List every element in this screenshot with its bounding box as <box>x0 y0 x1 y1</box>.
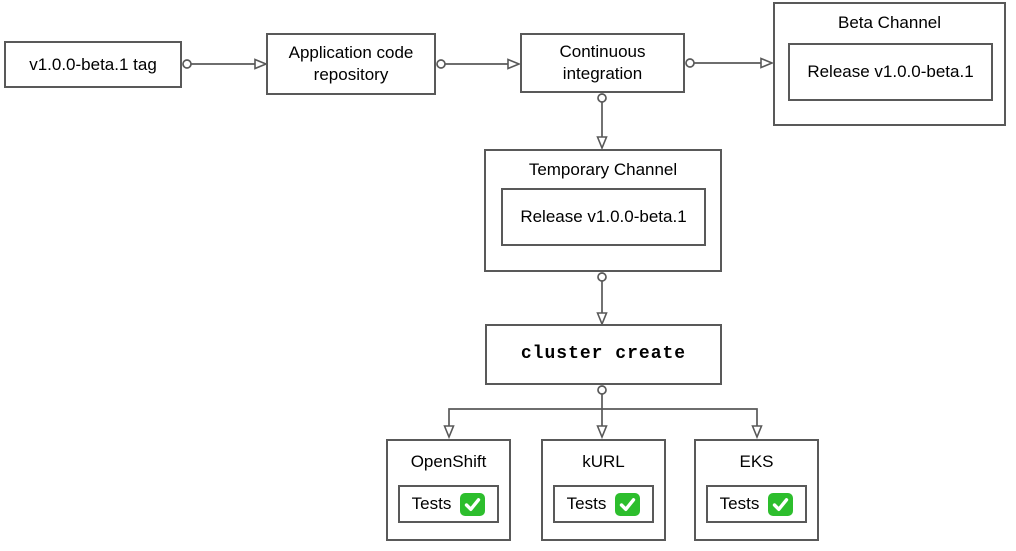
temporary-channel-release-label: Release v1.0.0-beta.1 <box>520 207 687 227</box>
temporary-channel-title: Temporary Channel <box>528 160 678 180</box>
beta-channel-release-box: Release v1.0.0-beta.1 <box>788 43 993 101</box>
openshift-title: OpenShift <box>410 452 487 472</box>
container-openshift: OpenShift Tests <box>386 439 511 541</box>
node-app-code-repository: Application code repository <box>266 33 436 95</box>
eks-tests-box: Tests <box>706 485 807 523</box>
openshift-tests-box: Tests <box>398 485 499 523</box>
check-mark-icon <box>768 492 794 516</box>
edge-repo-to-ci <box>436 58 522 70</box>
edge-temporary-channel-to-cluster-create <box>596 272 608 327</box>
openshift-tests-label: Tests <box>411 494 452 514</box>
eks-title: EKS <box>739 452 774 472</box>
node-app-code-repository-label: Application code repository <box>288 43 414 84</box>
container-temporary-channel: Temporary Channel Release v1.0.0-beta.1 <box>484 149 722 272</box>
beta-channel-title: Beta Channel <box>837 13 942 33</box>
eks-tests-label: Tests <box>719 494 760 514</box>
node-continuous-integration: Continuous integration <box>520 33 685 93</box>
temporary-channel-release-box: Release v1.0.0-beta.1 <box>501 188 706 246</box>
node-cluster-create: cluster create <box>485 324 722 385</box>
node-cluster-create-label: cluster create <box>520 343 687 364</box>
edge-ci-to-temporary-channel <box>596 93 608 151</box>
node-continuous-integration-label: Continuous integration <box>559 42 646 83</box>
kurl-title: kURL <box>582 452 625 472</box>
container-beta-channel: Beta Channel Release v1.0.0-beta.1 <box>773 2 1006 126</box>
node-version-tag: v1.0.0-beta.1 tag <box>4 41 182 88</box>
beta-channel-release-label: Release v1.0.0-beta.1 <box>807 62 974 82</box>
kurl-tests-label: Tests <box>566 494 607 514</box>
edge-tag-to-repo <box>182 58 269 70</box>
check-mark-icon <box>460 492 486 516</box>
check-mark-icon <box>615 492 641 516</box>
edge-cluster-create-to-platforms <box>443 385 763 440</box>
container-eks: EKS Tests <box>694 439 819 541</box>
node-version-tag-label: v1.0.0-beta.1 tag <box>29 54 157 74</box>
edge-ci-to-beta-channel <box>685 57 775 69</box>
kurl-tests-box: Tests <box>553 485 654 523</box>
container-kurl: kURL Tests <box>541 439 666 541</box>
